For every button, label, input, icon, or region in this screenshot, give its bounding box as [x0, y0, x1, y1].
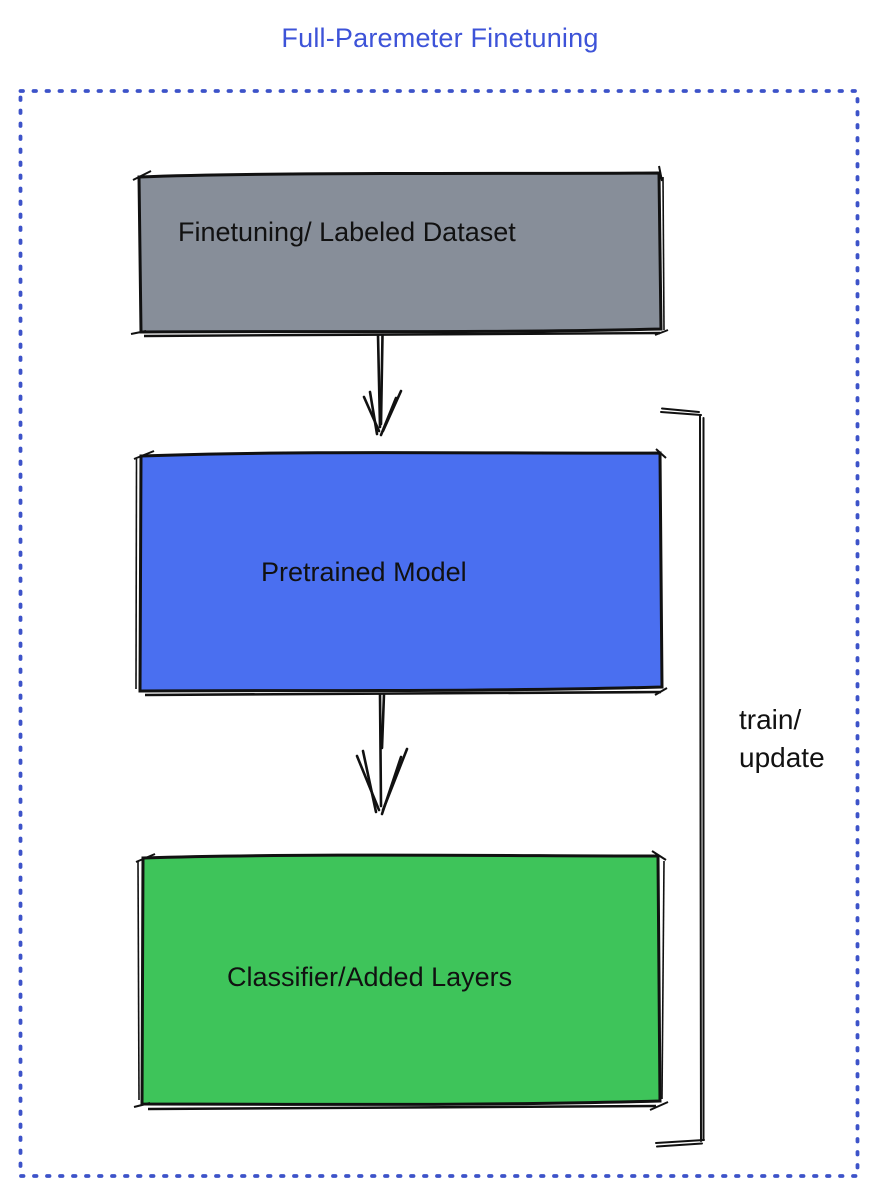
- arrow-dataset-to-pretrained-icon: [362, 333, 403, 437]
- arrow-pretrained-to-classifier-icon: [355, 692, 409, 816]
- dotted-frame: [18, 89, 860, 1178]
- node-label-finetuning-dataset: Finetuning/ Labeled Dataset: [178, 217, 516, 247]
- train-update-annotation: train/ update: [739, 704, 825, 773]
- node-box-finetuning-dataset: [130, 165, 669, 338]
- node-box-classifier-added-layers: [133, 850, 669, 1111]
- node-label-classifier-added-layers: Classifier/Added Layers: [227, 962, 513, 992]
- node-box-pretrained-model: [133, 448, 668, 697]
- node-label-pretrained-model: Pretrained Model: [261, 557, 467, 587]
- diagram-title: Full-Paremeter Finetuning: [281, 23, 599, 53]
- train-update-bracket: [655, 407, 705, 1148]
